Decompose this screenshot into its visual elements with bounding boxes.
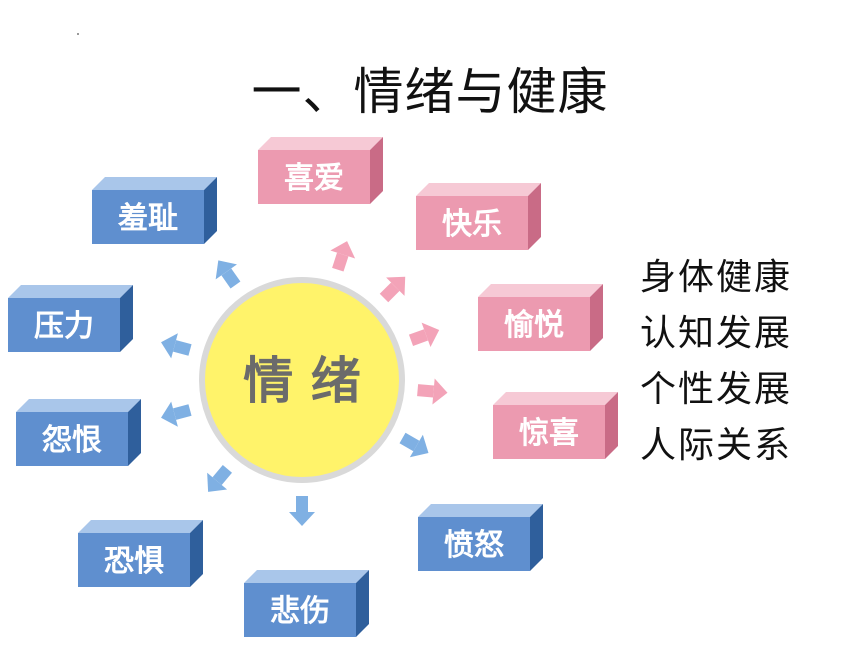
emotion-label: 怨恨: [42, 423, 102, 458]
box-top-face: [418, 504, 543, 517]
arrow-shaft: [221, 268, 241, 289]
emotion-box: 羞耻: [92, 177, 217, 244]
emotion-box: 愤怒: [418, 504, 543, 571]
emotion-label: 恐惧: [104, 544, 164, 579]
arrow-head: [330, 241, 356, 259]
emotion-box: 喜爱: [258, 137, 383, 204]
emotion-label: 愤怒: [444, 528, 504, 563]
box-front-face: [418, 517, 530, 571]
arrow-head: [409, 434, 429, 458]
arrow-head: [386, 276, 406, 296]
arrow-head: [161, 401, 178, 427]
box-top-face: [478, 284, 603, 297]
emotion-box: 压力: [8, 285, 133, 352]
impact-item: 认知发展: [640, 313, 793, 354]
arrow-head: [215, 260, 237, 280]
box-front-face: [244, 583, 356, 637]
box-front-face: [78, 533, 190, 587]
box-top-face: [493, 392, 618, 405]
outward-arrow-icon: [161, 333, 192, 359]
center-label: 情 绪: [243, 352, 360, 410]
outward-arrow-icon: [408, 322, 440, 348]
arrow-head: [432, 378, 448, 405]
emotion-box: 悲伤: [244, 570, 369, 637]
center-circle: [199, 277, 405, 483]
arrow-shaft: [379, 282, 400, 303]
arrow-head: [421, 322, 440, 348]
impact-item: 人际关系: [640, 425, 793, 466]
arrow-head: [161, 333, 178, 359]
box-front-face: [478, 297, 590, 351]
box-top-face: [8, 285, 133, 298]
impact-item: 身体健康: [640, 257, 793, 298]
emotion-label: 愉悦: [504, 308, 564, 343]
box-front-face: [493, 405, 605, 459]
box-side-face: [530, 504, 543, 571]
arrow-head: [289, 512, 315, 526]
center-circle-group: 情 绪: [199, 277, 405, 483]
box-side-face: [204, 177, 217, 244]
box-top-face: [16, 399, 141, 412]
emotion-label: 快乐: [442, 207, 502, 242]
impact-list: 身体健康 认知发展 个性发展 人际关系: [640, 250, 792, 474]
box-top-face: [258, 137, 383, 150]
arrow-head: [207, 472, 228, 492]
emotion-box: 恐惧: [78, 520, 203, 587]
arrow-shaft: [172, 404, 192, 420]
outward-arrow-icon: [215, 260, 241, 289]
arrows-layer: [161, 241, 448, 526]
box-top-face: [78, 520, 203, 533]
arrow-shaft: [212, 465, 232, 486]
arrow-shaft: [399, 432, 420, 452]
stray-dot: [77, 33, 79, 35]
box-front-face: [92, 190, 204, 244]
impact-item: 个性发展: [640, 369, 793, 410]
outward-arrow-icon: [207, 465, 232, 492]
box-front-face: [16, 412, 128, 466]
box-side-face: [370, 137, 383, 204]
outward-arrow-icon: [417, 378, 448, 405]
page-title: 一、情绪与健康: [251, 63, 609, 121]
emotion-label: 压力: [34, 309, 94, 344]
box-top-face: [416, 183, 541, 196]
emotion-box: 惊喜: [493, 392, 618, 459]
outward-arrow-icon: [399, 432, 429, 458]
outward-arrow-icon: [330, 241, 356, 272]
emotion-label: 惊喜: [519, 416, 579, 451]
box-side-face: [128, 399, 141, 466]
emotion-box: 怨恨: [16, 399, 141, 466]
box-front-face: [258, 150, 370, 204]
box-side-face: [590, 284, 603, 351]
emotion-label: 悲伤: [270, 594, 330, 629]
box-front-face: [8, 298, 120, 352]
outward-arrow-icon: [379, 276, 406, 303]
box-side-face: [605, 392, 618, 459]
box-top-face: [244, 570, 369, 583]
arrow-shaft: [296, 496, 308, 512]
arrow-shaft: [408, 329, 429, 346]
outward-arrow-icon: [161, 401, 192, 427]
emotion-box: 愉悦: [478, 284, 603, 351]
arrow-shaft: [332, 252, 349, 272]
box-side-face: [190, 520, 203, 587]
arrow-shaft: [417, 384, 435, 398]
outward-arrow-icon: [289, 496, 315, 526]
emotion-label: 羞耻: [117, 201, 178, 236]
box-top-face: [92, 177, 217, 190]
box-front-face: [416, 196, 528, 250]
emotion-label: 喜爱: [284, 161, 344, 196]
box-side-face: [528, 183, 541, 250]
arrow-shaft: [172, 340, 192, 356]
box-side-face: [356, 570, 369, 637]
box-side-face: [120, 285, 133, 352]
emotion-box: 快乐: [416, 183, 541, 250]
